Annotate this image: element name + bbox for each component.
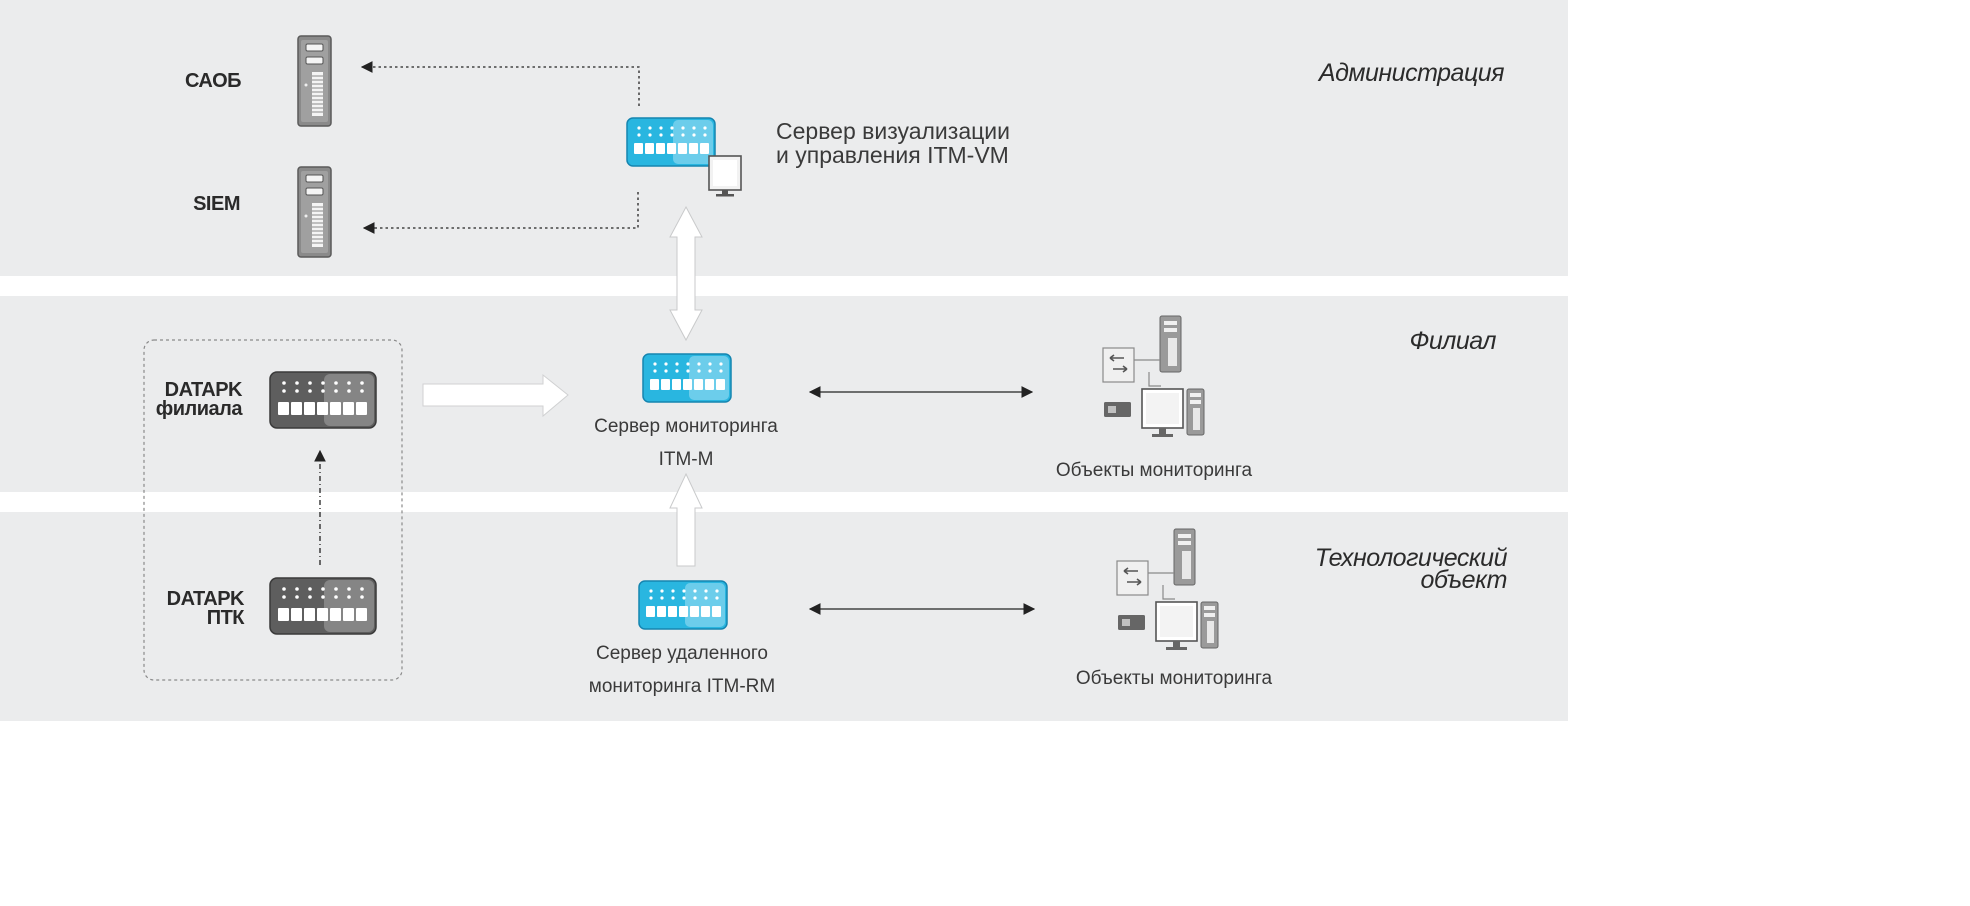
objects-branch-caption: Объекты мониторинга xyxy=(1055,460,1253,481)
itm-vm-monitor-icon xyxy=(708,155,742,197)
zone-tech-line1: Технологический xyxy=(1314,544,1508,572)
datapk-branch-device-icon xyxy=(269,371,377,429)
objects-tech-caption: Объекты мониторинга xyxy=(1075,668,1273,689)
admin-band xyxy=(0,0,1568,276)
itm-rm-caption: Сервер удаленного мониторинга ITM-RM xyxy=(564,637,800,703)
datapk-to-itm-m-arrow xyxy=(422,373,569,418)
zone-tech-line2: объект xyxy=(1420,566,1508,594)
zone-tech-label: Технологический объект xyxy=(1314,544,1508,594)
itm-m-line2: ITM-M xyxy=(658,449,714,470)
itm-vm-device-icon xyxy=(626,117,716,167)
tech-objects-icon xyxy=(1116,528,1219,651)
branch-objects-icon xyxy=(1102,315,1205,438)
datapk-ptk-line1: DATAPK xyxy=(166,588,245,610)
tech-band xyxy=(0,512,1568,721)
diagram-graphics xyxy=(143,35,1219,681)
architecture-diagram: Администрация Филиал Технологический объ… xyxy=(0,0,1568,721)
itm-vm-line1: Сервер визуализации xyxy=(776,118,1010,144)
saob-label: САОБ xyxy=(184,70,242,92)
itm-vm-to-siem-arrow xyxy=(362,192,639,234)
itm-rm-line2: мониторинга ITM-RM xyxy=(588,676,776,697)
datapk-ptk-device-icon xyxy=(269,577,377,635)
itm-m-line1: Сервер мониторинга xyxy=(594,416,778,437)
vm-m-double-arrow xyxy=(669,205,703,342)
datapk-ptk-label: DATAPK ПТК xyxy=(166,588,245,629)
zone-branch-label: Филиал xyxy=(1409,327,1496,355)
itm-rm-line1: Сервер удаленного xyxy=(596,643,768,664)
itm-m-device-icon xyxy=(642,353,732,403)
datapk-branch-line2: филиала xyxy=(155,398,243,420)
itm-vm-caption: Сервер визуализации и управления ITM-VM xyxy=(776,119,1010,167)
saob-server-icon xyxy=(297,35,332,127)
siem-label: SIEM xyxy=(193,193,240,215)
siem-server-icon xyxy=(297,166,332,258)
datapk-branch-line1: DATAPK xyxy=(164,379,243,401)
itm-vm-line2: и управления ITM-VM xyxy=(776,142,1009,168)
datapk-branch-label: DATAPK филиала xyxy=(155,379,243,420)
itm-vm-to-saob-arrow xyxy=(360,61,640,106)
datapk-ptk-line2: ПТК xyxy=(206,607,245,629)
branch-band xyxy=(0,296,1568,492)
itm-m-caption: Сервер мониторинга ITM-M xyxy=(568,410,804,476)
zone-admin-label: Администрация xyxy=(1318,59,1505,87)
rm-to-m-arrow xyxy=(669,472,703,567)
datapk-group-box xyxy=(143,339,403,681)
itm-rm-device-icon xyxy=(638,580,728,630)
